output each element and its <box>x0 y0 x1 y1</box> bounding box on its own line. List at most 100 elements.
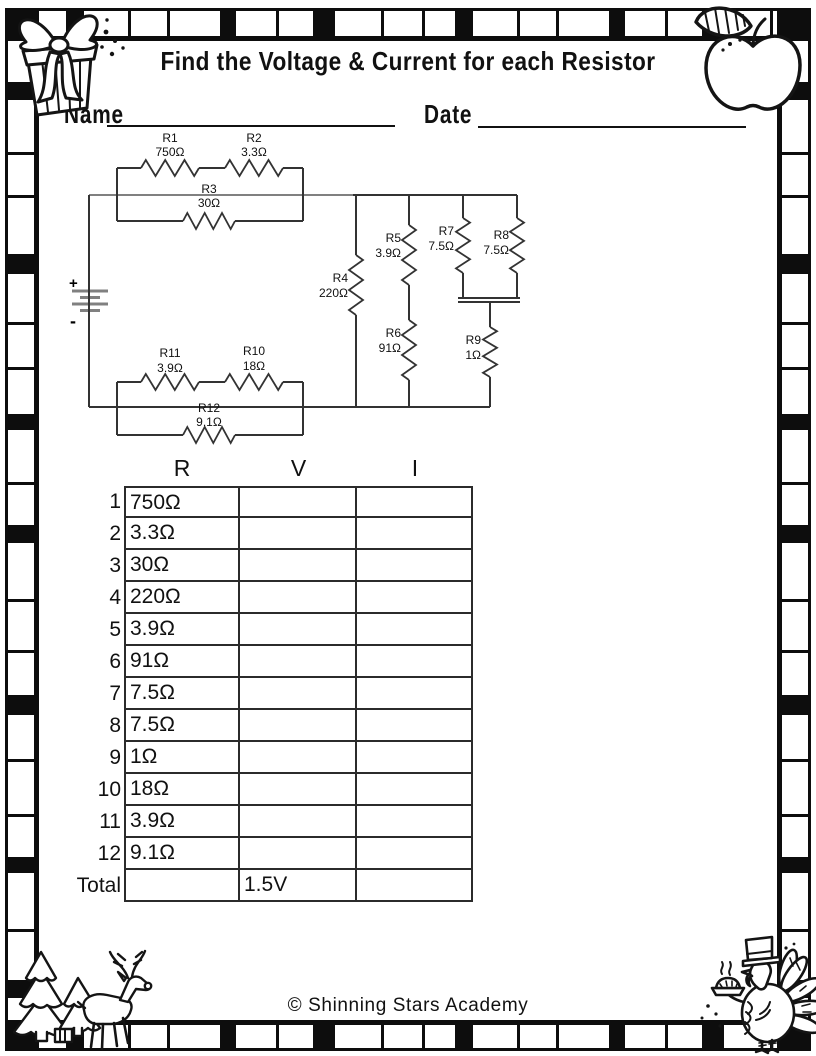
dot-specks <box>721 38 742 52</box>
cell-i <box>357 870 473 902</box>
row-label: 4 <box>109 586 121 609</box>
resistor-id-label: R6 <box>386 326 402 340</box>
row-label: 2 <box>109 522 121 545</box>
row-label: 11 <box>99 810 121 833</box>
cell-i <box>357 486 473 518</box>
cell-i <box>357 614 473 646</box>
resistor-value-label: 3.3Ω <box>241 145 267 159</box>
row-label: 10 <box>97 778 121 801</box>
cell-i <box>357 646 473 678</box>
resistor-value-label: 3.9Ω <box>157 361 183 375</box>
resistor-id-label: R9 <box>466 333 482 347</box>
resistor-value-label: 7.5Ω <box>483 243 509 257</box>
cell-i <box>357 710 473 742</box>
row-label: 8 <box>109 714 121 737</box>
resistor-value-label: 750Ω <box>156 145 185 159</box>
apple-icon <box>694 6 802 111</box>
cell-r: 220Ω <box>124 582 240 614</box>
cell-r: 1Ω <box>124 742 240 774</box>
cell-r: 7.5Ω <box>124 710 240 742</box>
resistor-value-label: 7.5Ω <box>428 239 454 253</box>
table-header-row: R V I <box>70 448 473 486</box>
cell-i <box>357 678 473 710</box>
date-label: Date <box>424 99 473 129</box>
resistor-zigzag <box>481 326 499 378</box>
resistor-zigzag <box>400 319 418 381</box>
dot-specks <box>700 942 796 1028</box>
gift-icon <box>18 14 125 122</box>
page-title: Find the Voltage & Current for each Resi… <box>160 46 656 76</box>
resistor-labels: R1 750Ω R2 3.3Ω R3 30Ω R4 220Ω R5 3.9Ω R… <box>156 131 510 429</box>
cell-v <box>240 774 357 806</box>
cell-i <box>357 582 473 614</box>
table-row: Total 1.5V <box>70 870 473 902</box>
resistor-id-label: R10 <box>243 344 265 358</box>
cell-v <box>240 550 357 582</box>
dot-specks <box>86 18 125 122</box>
cell-r: 30Ω <box>124 550 240 582</box>
resistor-id-label: R7 <box>439 224 455 238</box>
battery-plus: + <box>69 275 78 292</box>
cell-i <box>357 742 473 774</box>
footer-credit: © Shinning Stars Academy <box>287 995 529 1016</box>
cell-i <box>357 838 473 870</box>
row-label: 12 <box>97 842 121 865</box>
resistor-zigzag <box>224 158 284 178</box>
resistor-zigzag <box>140 158 200 178</box>
col-header-i: I <box>411 455 419 481</box>
cell-v <box>240 678 357 710</box>
cell-r: 7.5Ω <box>124 678 240 710</box>
cell-v: 1.5V <box>240 870 357 902</box>
cell-r: 9.1Ω <box>124 838 240 870</box>
cell-r: 18Ω <box>124 774 240 806</box>
cell-v <box>240 838 357 870</box>
resistor-value-label: 9.1Ω <box>196 415 222 429</box>
cell-r: 750Ω <box>124 486 240 518</box>
resistor-id-label: R4 <box>333 271 349 285</box>
cell-v <box>240 646 357 678</box>
battery-minus: - <box>70 311 76 331</box>
row-label: 1 <box>109 490 121 513</box>
cell-i <box>357 806 473 838</box>
name-underline <box>107 125 395 127</box>
resistor-value-label: 3.9Ω <box>375 246 401 260</box>
resistor-zigzag <box>182 211 236 231</box>
resistor-zigzag <box>508 217 526 274</box>
cell-r: 3.9Ω <box>124 806 240 838</box>
resistor-value-label: 91Ω <box>379 341 401 355</box>
resistor-zigzag <box>400 224 418 286</box>
row-label: 9 <box>109 746 121 769</box>
resistor-id-label: R8 <box>494 228 510 242</box>
cell-v <box>240 518 357 550</box>
cell-i <box>357 774 473 806</box>
cell-r: 91Ω <box>124 646 240 678</box>
row-label: 5 <box>109 618 121 641</box>
cell-i <box>357 550 473 582</box>
cell-v <box>240 582 357 614</box>
resistor-zigzag <box>224 372 284 392</box>
resistor-value-label: 30Ω <box>198 196 220 210</box>
cell-v <box>240 710 357 742</box>
resistor-value-label: 18Ω <box>243 359 265 373</box>
row-label: Total <box>76 874 121 897</box>
row-label: 6 <box>109 650 121 673</box>
date-underline <box>478 126 746 128</box>
row-label: 7 <box>109 682 121 705</box>
cell-r: 3.3Ω <box>124 518 240 550</box>
row-label: 3 <box>109 554 121 577</box>
resistor-id-label: R5 <box>386 231 402 245</box>
resistor-zigzag <box>347 254 365 316</box>
turkey-icon <box>700 935 816 1055</box>
cell-r <box>124 870 240 902</box>
col-header-r: R <box>173 455 191 481</box>
